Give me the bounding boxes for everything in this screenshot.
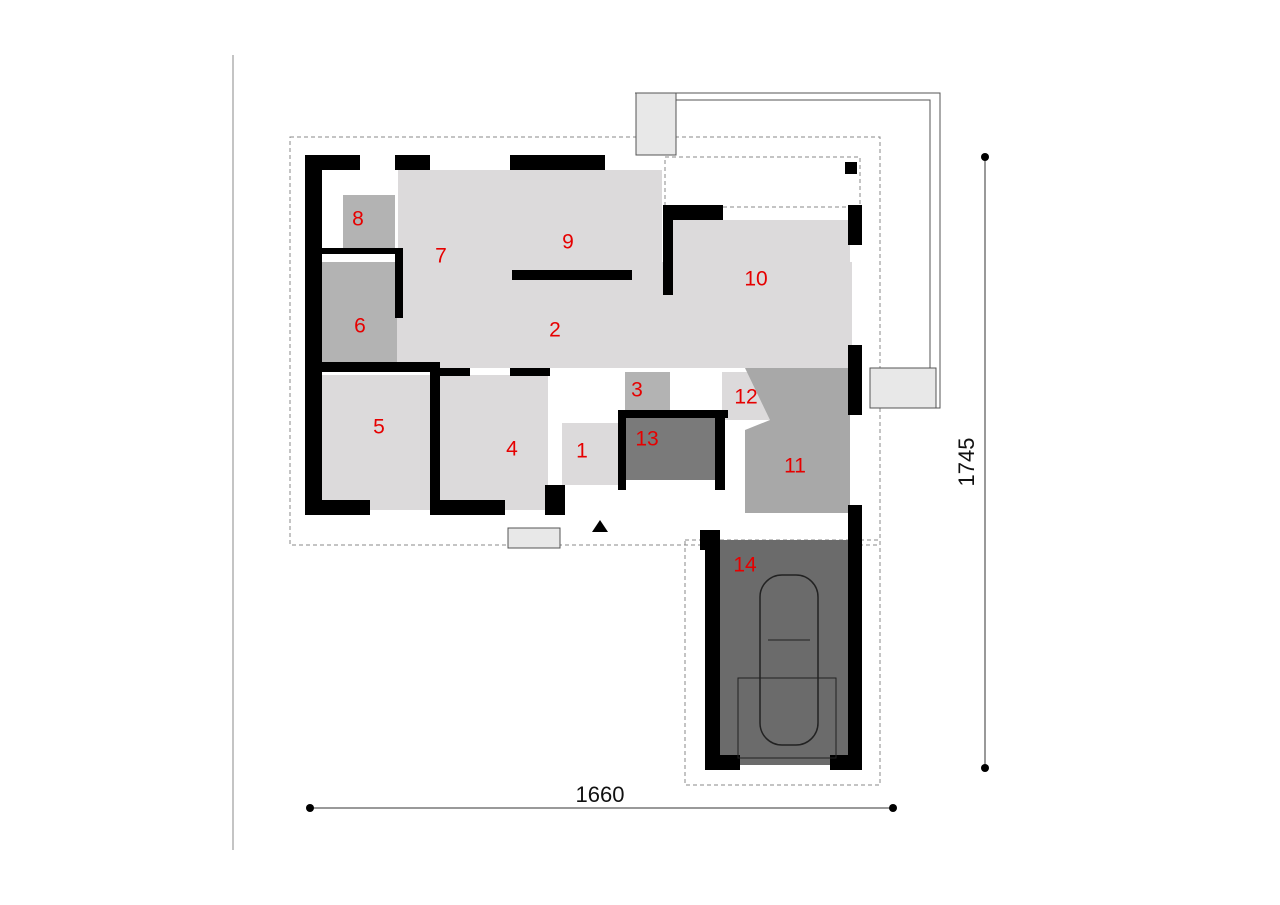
walls <box>305 155 862 770</box>
room-label-10: 10 <box>744 268 767 291</box>
width-dimension-label: 1660 <box>576 782 625 807</box>
room-label-5: 5 <box>373 416 385 439</box>
room-10-area <box>672 220 850 348</box>
room-5-area <box>320 375 430 510</box>
room-1-area <box>562 423 620 485</box>
room-label-12: 12 <box>734 386 757 409</box>
depth-dimension-label: 1745 <box>954 438 979 487</box>
width-dimension: 1660 <box>306 782 897 812</box>
room-4-area <box>437 375 548 510</box>
room-label-7: 7 <box>435 245 447 268</box>
room-label-2: 2 <box>549 319 561 342</box>
room-label-9: 9 <box>562 231 574 254</box>
room-7-area <box>398 170 530 315</box>
room-14-area <box>720 540 850 765</box>
room-label-1: 1 <box>576 440 588 463</box>
room-label-13: 13 <box>635 428 658 451</box>
room-8-area <box>343 195 395 248</box>
room-9-area <box>530 170 662 267</box>
room-label-14: 14 <box>733 554 757 577</box>
room-label-4: 4 <box>506 438 518 461</box>
room-label-11: 11 <box>784 455 806 478</box>
room-label-6: 6 <box>354 315 366 338</box>
room-fills <box>320 170 852 765</box>
room-13-area <box>625 415 715 480</box>
room-6-area <box>320 262 397 362</box>
room-3-area <box>625 372 670 410</box>
terrace-outline <box>289 92 941 786</box>
room-label-8: 8 <box>352 208 364 231</box>
room-11-area <box>745 368 850 513</box>
car-icon <box>737 574 837 759</box>
room-label-3: 3 <box>631 379 643 402</box>
depth-dimension: 1745 <box>954 153 989 772</box>
entrance-arrow-icon <box>592 520 608 532</box>
